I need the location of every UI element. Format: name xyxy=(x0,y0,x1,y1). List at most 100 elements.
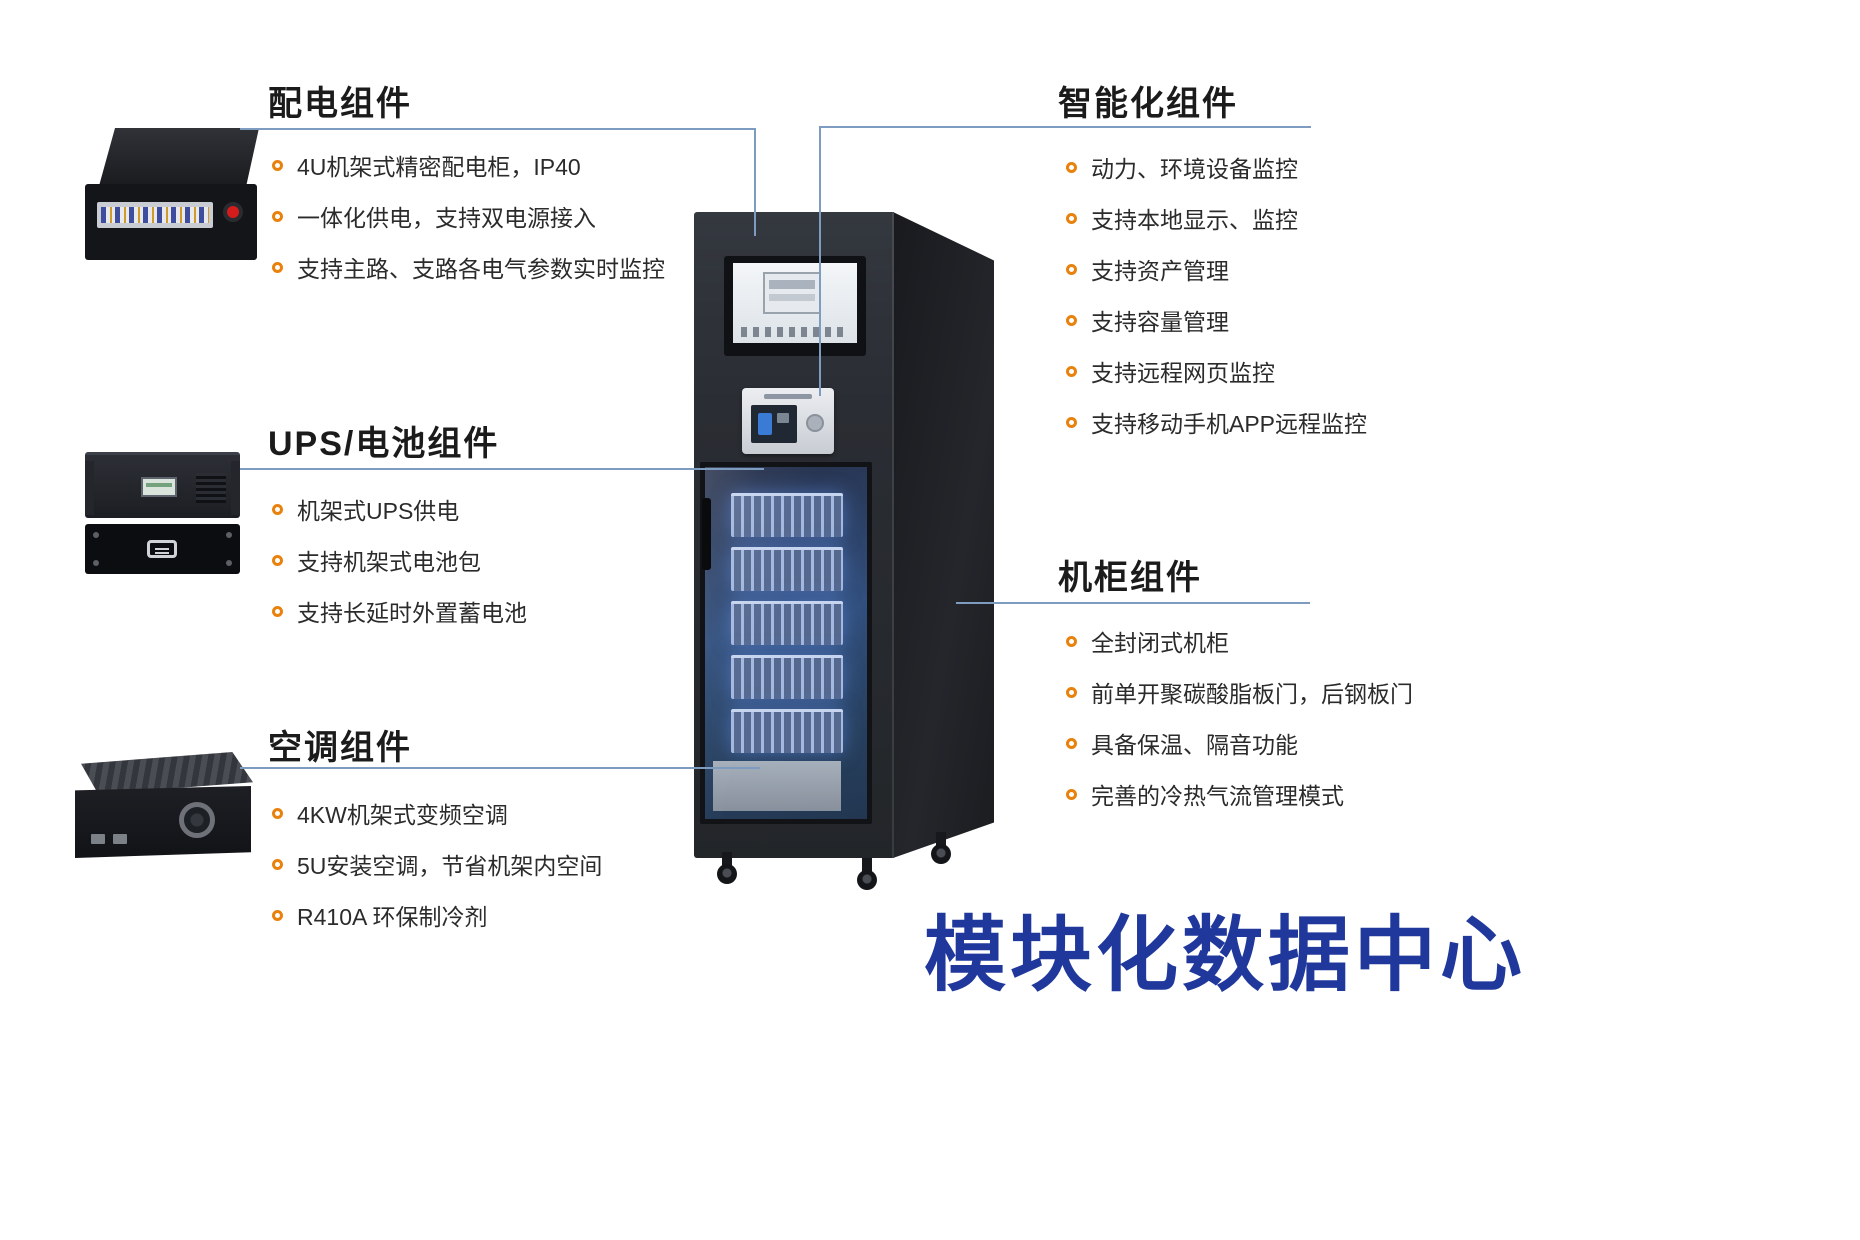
feature-text: R410A 环保制冷剂 xyxy=(297,904,488,930)
connector-cabinet-horizontal xyxy=(956,602,1310,604)
feature-text: 4U机架式精密配电柜，IP40 xyxy=(297,154,581,180)
pdu-indicator-strip xyxy=(97,202,213,228)
feature-item: 支持容量管理 xyxy=(1066,303,1367,337)
feature-text: 支持主路、支路各电气参数实时监控 xyxy=(297,256,665,282)
bullet-icon xyxy=(272,159,283,171)
battery-unit xyxy=(85,524,240,574)
connector-power-vertical xyxy=(754,128,756,236)
section-title-ups: UPS/电池组件 xyxy=(268,425,500,463)
ups-feature-list: 机架式UPS供电 支持机架式电池包 支持长延时外置蓄电池 xyxy=(272,492,527,645)
power-feature-list: 4U机架式精密配电柜，IP40 一体化供电，支持双电源接入 支持主路、支路各电气… xyxy=(272,148,665,301)
pdu-photo xyxy=(85,128,265,264)
ac-front-face xyxy=(75,786,251,858)
feature-text: 支持容量管理 xyxy=(1091,309,1229,335)
ups-unit-top xyxy=(85,452,240,518)
screen-rack-graphic xyxy=(763,272,821,314)
connector-power-horizontal xyxy=(240,128,756,130)
bullet-icon xyxy=(272,858,283,870)
connector-ac-horizontal xyxy=(240,767,760,769)
bullet-icon xyxy=(272,210,283,222)
screw xyxy=(226,560,232,566)
connector-smart-vertical xyxy=(819,126,821,396)
feature-item: 支持本地显示、监控 xyxy=(1066,201,1367,235)
control-panel-title-bar xyxy=(764,394,812,399)
bullet-icon xyxy=(1066,314,1077,326)
server-module-row xyxy=(731,709,843,753)
feature-item: 前单开聚碳酸脂板门，后钢板门 xyxy=(1066,675,1413,709)
battery-handle-icon xyxy=(147,540,177,558)
ups-vents xyxy=(196,473,226,503)
feature-text: 4KW机架式变频空调 xyxy=(297,802,508,828)
cabinet-feature-list: 全封闭式机柜 前单开聚碳酸脂板门，后钢板门 具备保温、隔音功能 完善的冷热气流管… xyxy=(1066,624,1413,828)
bullet-icon xyxy=(272,807,283,819)
bullet-icon xyxy=(1066,365,1077,377)
feature-text: 机架式UPS供电 xyxy=(297,498,460,524)
feature-item: 支持主路、支路各电气参数实时监控 xyxy=(272,250,665,284)
server-module-row xyxy=(731,601,843,645)
bullet-icon xyxy=(1066,686,1077,698)
connector-ups-horizontal xyxy=(240,468,764,470)
bullet-icon xyxy=(1066,263,1077,275)
bullet-icon xyxy=(1066,212,1077,224)
caster-wheel xyxy=(856,858,878,896)
section-title-smart: 智能化组件 xyxy=(1058,85,1238,123)
door-bottom-tray xyxy=(713,761,841,811)
ac-feature-list: 4KW机架式变频空调 5U安装空调，节省机架内空间 R410A 环保制冷剂 xyxy=(272,796,602,949)
ac-port xyxy=(113,834,127,844)
feature-item: R410A 环保制冷剂 xyxy=(272,898,602,932)
feature-text: 完善的冷热气流管理模式 xyxy=(1091,783,1344,809)
cabinet-edge-highlight xyxy=(892,212,894,858)
feature-text: 一体化供电，支持双电源接入 xyxy=(297,205,596,231)
feature-item: 支持长延时外置蓄电池 xyxy=(272,594,527,628)
screen-equipment-row xyxy=(741,327,849,337)
feature-item: 具备保温、隔音功能 xyxy=(1066,726,1413,760)
feature-text: 支持机架式电池包 xyxy=(297,549,481,575)
screen-rack-bar xyxy=(769,280,815,289)
connector-smart-horizontal xyxy=(819,126,1311,128)
feature-item: 4KW机架式变频空调 xyxy=(272,796,602,830)
section-title-power: 配电组件 xyxy=(268,85,412,123)
feature-text: 具备保温、隔音功能 xyxy=(1091,732,1298,758)
bullet-icon xyxy=(1066,737,1077,749)
control-panel-button xyxy=(806,414,824,432)
bullet-icon xyxy=(1066,788,1077,800)
feature-text: 支持移动手机APP远程监控 xyxy=(1091,411,1368,437)
feature-item: 4U机架式精密配电柜，IP40 xyxy=(272,148,665,182)
caster-wheel xyxy=(930,832,952,870)
feature-item: 支持远程网页监控 xyxy=(1066,354,1367,388)
bullet-icon xyxy=(272,909,283,921)
feature-item: 一体化供电，支持双电源接入 xyxy=(272,199,665,233)
pdu-top-face xyxy=(99,128,259,186)
feature-text: 支持长延时外置蓄电池 xyxy=(297,600,527,626)
feature-item: 支持移动手机APP远程监控 xyxy=(1066,405,1367,439)
bullet-icon xyxy=(1066,416,1077,428)
feature-text: 支持资产管理 xyxy=(1091,258,1229,284)
feature-text: 前单开聚碳酸脂板门，后钢板门 xyxy=(1091,681,1413,707)
pdu-power-button xyxy=(223,202,243,222)
server-module-row xyxy=(731,655,843,699)
smart-feature-list: 动力、环境设备监控 支持本地显示、监控 支持资产管理 支持容量管理 支持远程网页… xyxy=(1066,150,1367,456)
feature-item: 支持机架式电池包 xyxy=(272,543,527,577)
feature-item: 机架式UPS供电 xyxy=(272,492,527,526)
section-title-cabinet: 机柜组件 xyxy=(1058,559,1202,597)
rack-ear xyxy=(85,461,94,515)
feature-item: 5U安装空调，节省机架内空间 xyxy=(272,847,602,881)
screen-rack-bar xyxy=(769,294,815,301)
server-module-row xyxy=(731,493,843,537)
cabinet-side-panel xyxy=(893,212,994,858)
screw xyxy=(93,532,99,538)
ac-port xyxy=(91,834,105,844)
pdu-front-face xyxy=(85,184,257,260)
feature-text: 动力、环境设备监控 xyxy=(1091,156,1298,182)
product-title: 模块化数据中心 xyxy=(924,910,1527,1001)
ups-display xyxy=(141,477,177,497)
bullet-icon xyxy=(1066,161,1077,173)
cabinet-display-screen xyxy=(733,263,857,343)
ac-fan-vent xyxy=(179,802,215,838)
glass-glare xyxy=(705,467,867,819)
feature-text: 支持远程网页监控 xyxy=(1091,360,1275,386)
bullet-icon xyxy=(272,503,283,515)
bullet-icon xyxy=(1066,635,1077,647)
control-panel-screen xyxy=(751,405,797,443)
